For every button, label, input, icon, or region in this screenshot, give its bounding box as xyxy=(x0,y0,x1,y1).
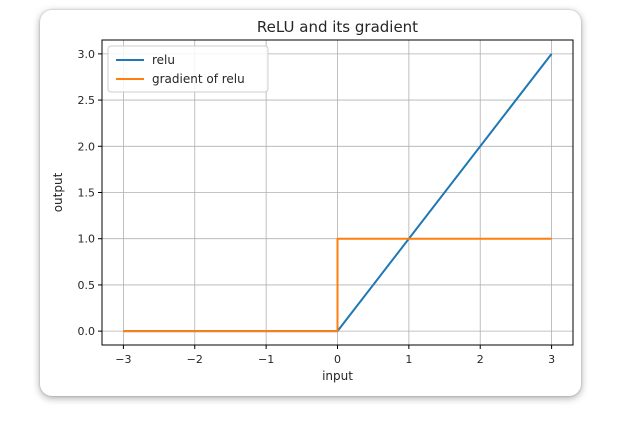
x-tick-label: 0 xyxy=(334,353,341,366)
x-tick-label: −1 xyxy=(258,353,274,366)
x-tick-label: 1 xyxy=(405,353,412,366)
x-axis-ticks: −3 −2 −1 0 1 2 3 xyxy=(115,345,555,366)
x-tick-label: −3 xyxy=(115,353,131,366)
x-tick-label: 2 xyxy=(477,353,484,366)
chart-title: ReLU and its gradient xyxy=(257,18,418,36)
y-tick-label: 3.0 xyxy=(78,48,96,61)
legend-label: gradient of relu xyxy=(152,72,245,86)
y-tick-label: 0.5 xyxy=(78,279,96,292)
y-axis-ticks: 0.0 0.5 1.0 1.5 2.0 2.5 3.0 xyxy=(78,48,102,338)
y-tick-label: 1.0 xyxy=(78,233,96,246)
x-tick-label: −2 xyxy=(187,353,203,366)
legend-box xyxy=(107,45,269,93)
y-tick-label: 2.0 xyxy=(78,140,96,153)
y-tick-label: 0.0 xyxy=(78,325,96,338)
y-tick-label: 1.5 xyxy=(78,187,96,200)
legend: relu gradient of relu xyxy=(107,45,269,93)
x-axis-label: input xyxy=(322,369,353,383)
y-axis-label: output xyxy=(51,172,65,212)
series-lines xyxy=(123,53,553,333)
legend-label: relu xyxy=(152,53,175,67)
x-tick-label: 3 xyxy=(548,353,555,366)
series-line-gradient xyxy=(123,237,552,333)
y-tick-label: 2.5 xyxy=(78,94,96,107)
